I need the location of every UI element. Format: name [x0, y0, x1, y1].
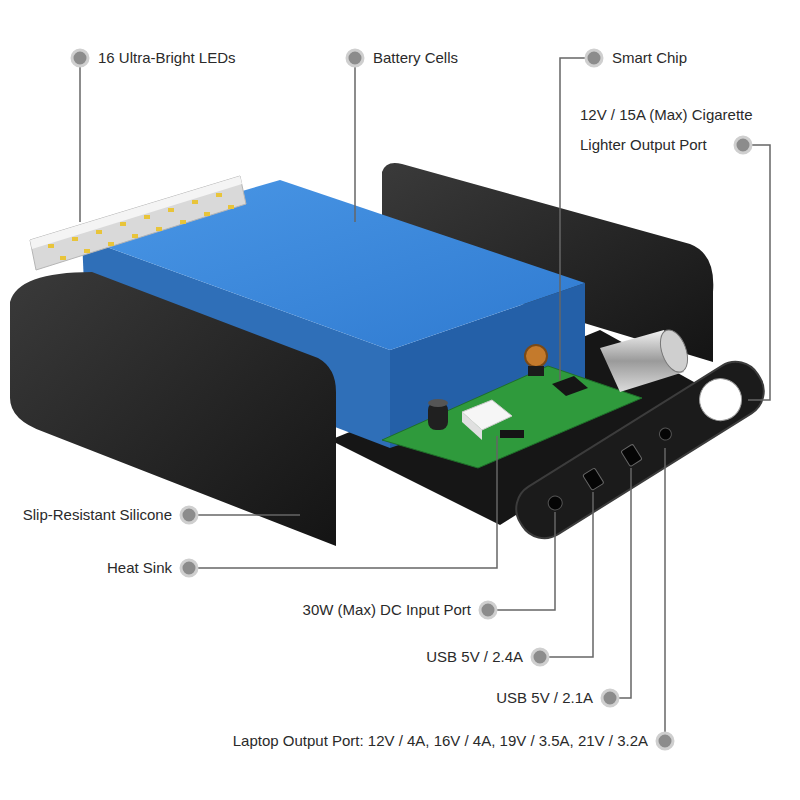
leader-lines	[80, 58, 770, 732]
led-strip	[30, 176, 246, 270]
silicone-cover	[10, 272, 336, 546]
part-label: USB 5V / 2.1A	[496, 688, 593, 708]
part-label: 30W (Max) DC Input Port	[303, 600, 471, 620]
part-label: Smart Chip	[612, 48, 687, 68]
end-cap	[506, 352, 773, 548]
part-label: USB 5V / 2.4A	[426, 647, 523, 667]
part-label: Slip-Resistant Silicone	[23, 505, 172, 525]
part-label: Battery Cells	[373, 48, 458, 68]
part-label: 16 Ultra-Bright LEDs	[98, 48, 236, 68]
part-label: Heat Sink	[107, 558, 172, 578]
part-label: 12V / 15A (Max) Cigarette Lighter Output…	[580, 100, 785, 160]
part-label: Laptop Output Port: 12V / 4A, 16V / 4A, …	[233, 731, 648, 751]
lighter-socket	[600, 326, 693, 392]
callout-dots	[72, 50, 751, 749]
